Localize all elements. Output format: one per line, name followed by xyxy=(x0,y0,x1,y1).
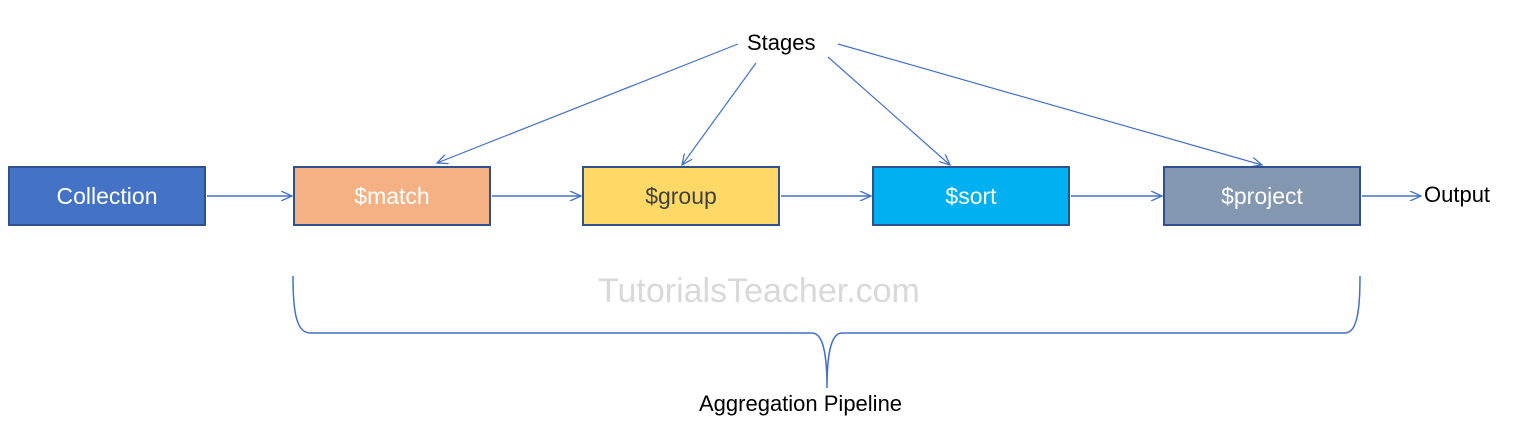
stages-arrow-project xyxy=(837,43,1262,165)
aggregation-pipeline-label: Aggregation Pipeline xyxy=(699,391,903,416)
collection-box: Collection xyxy=(8,166,206,226)
stage-project-label: $project xyxy=(1221,182,1303,209)
stage-group-label: $group xyxy=(645,182,717,209)
stage-sort-box: $sort xyxy=(872,166,1070,226)
stage-match-label: $match xyxy=(354,182,430,209)
stage-group-box: $group xyxy=(582,166,780,226)
watermark: TutorialsTeacher.com xyxy=(598,272,920,310)
stage-project-box: $project xyxy=(1163,166,1361,226)
stage-match-box: $match xyxy=(293,166,491,226)
output-label: Output xyxy=(1424,182,1491,207)
pipeline-brace xyxy=(292,275,1361,389)
stages-label: Stages xyxy=(747,30,816,55)
stages-arrow-match xyxy=(437,43,739,163)
stages-arrow-group xyxy=(682,62,757,165)
stage-sort-label: $sort xyxy=(945,182,997,209)
collection-label: Collection xyxy=(56,182,158,209)
stages-arrow-sort xyxy=(827,56,950,165)
